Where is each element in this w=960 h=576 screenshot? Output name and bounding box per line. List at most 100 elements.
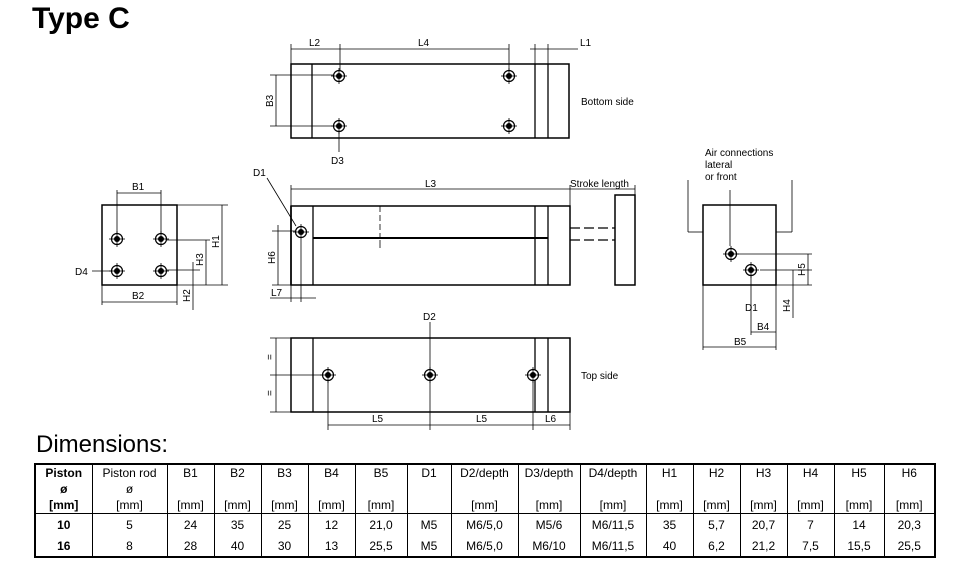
label-h3: H3 [195, 253, 206, 266]
header-cell: H6 [883, 463, 936, 481]
table-cell: 30 [260, 535, 309, 558]
header-cell: B3 [260, 463, 309, 481]
header-cell: [mm] [213, 497, 262, 514]
dimensions-heading: Dimensions: [36, 431, 169, 458]
table-cell: 20,7 [739, 513, 788, 535]
table-cell: M6/5,0 [450, 535, 519, 558]
header-cell [645, 481, 694, 497]
table-cell: 25,5 [354, 535, 408, 558]
table-cell: M5 [406, 513, 452, 535]
label-b1: B1 [132, 182, 145, 193]
label-b4: B4 [757, 322, 770, 333]
table-header-row: [mm] [mm] [mm] [mm] [mm] [mm] [mm] [mm] … [34, 497, 936, 514]
header-cell: [mm] [517, 497, 581, 514]
header-cell: [mm] [739, 497, 788, 514]
table-cell: 7,5 [786, 535, 835, 558]
label-b3: B3 [265, 94, 276, 107]
table-cell: 25,5 [883, 535, 936, 558]
table-cell: 5 [91, 513, 168, 535]
header-cell: [mm] [260, 497, 309, 514]
label-h4: H4 [782, 299, 793, 312]
top-side-view [270, 322, 571, 430]
label-l2: L2 [309, 38, 321, 49]
mounting-holes [108, 67, 760, 384]
header-cell: [mm] [786, 497, 835, 514]
header-cell: B1 [166, 463, 215, 481]
table-cell: 21,0 [354, 513, 408, 535]
table-cell: 12 [307, 513, 356, 535]
label-stroke-length: Stroke length [570, 179, 629, 190]
label-l4: L4 [418, 38, 430, 49]
label-d2: D2 [423, 312, 436, 323]
header-cell: H4 [786, 463, 835, 481]
header-cell: [mm] [692, 497, 741, 514]
table-cell: 13 [307, 535, 356, 558]
header-cell [786, 481, 835, 497]
table-cell: 10 [34, 513, 93, 535]
header-cell [406, 481, 452, 497]
label-l7: L7 [271, 288, 283, 299]
label-b2: B2 [132, 291, 145, 302]
table-cell: M6/11,5 [579, 513, 647, 535]
header-cell [307, 481, 356, 497]
header-cell: [mm] [307, 497, 356, 514]
header-cell: [mm] [579, 497, 647, 514]
table-cell: 40 [213, 535, 262, 558]
header-cell [260, 481, 309, 497]
header-cell: D2/depth [450, 463, 519, 481]
label-l5-right: L5 [476, 414, 488, 425]
header-cell: [mm] [91, 497, 168, 514]
label-top-side: Top side [581, 371, 619, 382]
header-cell: H2 [692, 463, 741, 481]
dimension-labels: L2 L4 L1 B3 D3 Bottom side D1 L3 Stroke … [75, 38, 808, 425]
header-cell: D3/depth [517, 463, 581, 481]
table-row: 10 5 24 35 25 12 21,0 M5 M6/5,0 M5/6 M6/… [34, 513, 936, 535]
header-cell [692, 481, 741, 497]
table-header-row: ø ø [34, 481, 936, 497]
header-cell: H3 [739, 463, 788, 481]
header-cell: H1 [645, 463, 694, 481]
side-view [266, 177, 636, 302]
table-cell: M6/5,0 [450, 513, 519, 535]
table-cell: 28 [166, 535, 215, 558]
header-cell: D4/depth [579, 463, 647, 481]
label-bottom-side: Bottom side [581, 97, 634, 108]
table-cell: M5/6 [517, 513, 581, 535]
header-cell: Piston rod [91, 463, 168, 481]
header-cell: Piston [34, 463, 93, 481]
table-cell: M5 [406, 535, 452, 558]
header-cell: ø [34, 481, 93, 497]
header-cell [739, 481, 788, 497]
header-cell: D1 [406, 463, 452, 481]
header-cell [354, 481, 408, 497]
table-cell: 8 [91, 535, 168, 558]
label-l6: L6 [545, 414, 557, 425]
header-cell [450, 481, 519, 497]
table-cell: 20,3 [883, 513, 936, 535]
table-cell: M6/11,5 [579, 535, 647, 558]
table-cell: 35 [645, 513, 694, 535]
header-cell [517, 481, 581, 497]
table-cell: 6,2 [692, 535, 741, 558]
header-cell: [mm] [166, 497, 215, 514]
technical-drawing: L2 L4 L1 B3 D3 Bottom side D1 L3 Stroke … [75, 38, 812, 430]
label-h1: H1 [211, 235, 222, 248]
header-cell [883, 481, 936, 497]
header-cell [833, 481, 885, 497]
label-d1-end: D1 [745, 303, 758, 314]
table-row: 16 8 28 40 30 13 25,5 M5 M6/5,0 M6/10 M6… [34, 535, 936, 558]
label-air-front: or front [705, 172, 737, 183]
label-l3: L3 [425, 179, 437, 190]
header-cell: [mm] [354, 497, 408, 514]
table-cell: 21,2 [739, 535, 788, 558]
label-d3: D3 [331, 156, 344, 167]
label-h2: H2 [182, 289, 193, 302]
table-cell: 16 [34, 535, 93, 558]
header-cell: B4 [307, 463, 356, 481]
table-cell: 40 [645, 535, 694, 558]
header-cell: ø [91, 481, 168, 497]
table-cell: 35 [213, 513, 262, 535]
header-cell: B2 [213, 463, 262, 481]
header-cell [406, 497, 452, 514]
table-cell: 24 [166, 513, 215, 535]
